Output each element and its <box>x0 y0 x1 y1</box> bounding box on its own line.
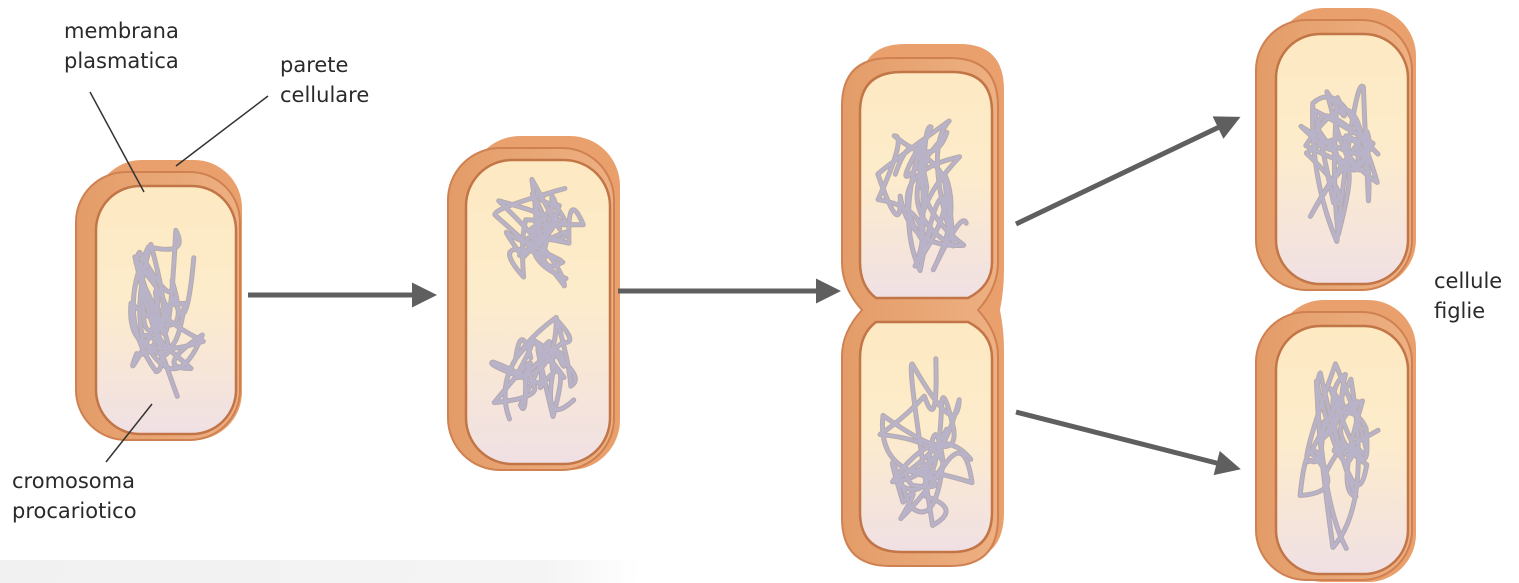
cell-stage-3 <box>842 44 1004 566</box>
cytoplasm-lower <box>860 322 992 552</box>
label-membrane: membrana plasmatica <box>64 16 179 76</box>
label-wall-line1: parete <box>280 50 369 80</box>
label-wall: parete cellulare <box>280 50 369 110</box>
arrow-to-upper-daughter <box>1016 119 1236 224</box>
daughter-cell-lower <box>1256 300 1416 582</box>
arrow-to-lower-daughter <box>1016 412 1236 468</box>
label-membrane-line2: plasmatica <box>64 46 179 76</box>
label-daughters-line1: cellule <box>1434 266 1502 296</box>
label-wall-line2: cellulare <box>280 80 369 110</box>
label-daughters-line2: figlie <box>1434 296 1502 326</box>
label-chromosome: cromosoma procariotico <box>12 466 137 526</box>
label-chromosome-line2: procariotico <box>12 496 137 526</box>
cell-stage-2 <box>448 136 620 470</box>
cell-stage-1 <box>76 160 242 440</box>
label-membrane-line1: membrana <box>64 16 179 46</box>
label-daughters: cellule figlie <box>1434 266 1502 326</box>
daughter-cell-upper <box>1256 8 1416 290</box>
leader-line-wall <box>176 96 268 166</box>
label-chromosome-line1: cromosoma <box>12 466 137 496</box>
